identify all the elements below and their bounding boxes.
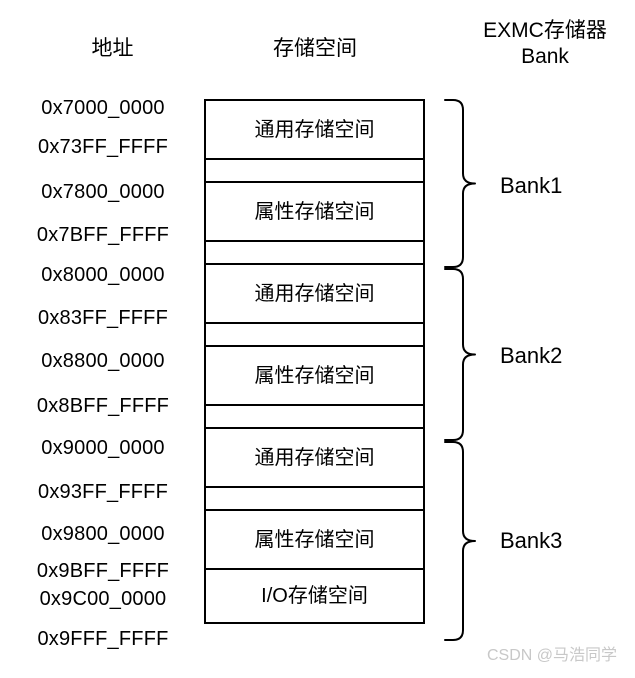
- bank-brace: [444, 441, 476, 641]
- memory-gap-cell: [204, 240, 425, 265]
- address-label: 0x93FF_FFFF: [38, 481, 168, 503]
- address-label: 0x9FFF_FFFF: [37, 628, 169, 650]
- memory-region-label: 属性存储空间: [254, 200, 375, 223]
- memory-map: 通用存储空间属性存储空间通用存储空间属性存储空间通用存储空间属性存储空间 I/O存…: [204, 99, 425, 624]
- memory-gap-cell: [204, 404, 425, 429]
- memory-region-label: 通用存储空间: [254, 282, 375, 305]
- memory-region-cell: 属性存储空间: [204, 345, 425, 406]
- memory-region-cell: 属性存储空间: [204, 509, 425, 570]
- memory-region-label: 属性存储空间: [254, 364, 375, 387]
- address-label: 0x8800_0000: [41, 350, 165, 372]
- memory-region-label: 属性存储空间: [254, 528, 375, 551]
- bank-brace: [444, 268, 476, 441]
- address-label: 0x9C00_0000: [39, 588, 167, 610]
- address-label: 0x7800_0000: [41, 181, 165, 203]
- memory-region-cell: 属性存储空间: [204, 181, 425, 242]
- bank-label: Bank2: [500, 343, 563, 368]
- address-label: 0x7BFF_FFFF: [36, 224, 170, 246]
- address-label: 0x9BFF_FFFF: [36, 560, 170, 582]
- address-label: 0x7000_0000: [41, 97, 165, 119]
- column-header-exmc-bank-line2: Bank: [521, 45, 569, 68]
- memory-region-cell: 通用存储空间: [204, 263, 425, 324]
- address-label: 0x8BFF_FFFF: [36, 395, 170, 417]
- memory-gap-cell: [204, 322, 425, 347]
- address-label: 0x9000_0000: [41, 437, 165, 459]
- memory-region-cell: 通用存储空间: [204, 427, 425, 488]
- column-header-storage-space: 存储空间: [273, 37, 357, 60]
- address-label: 0x83FF_FFFF: [38, 307, 168, 329]
- bank-label: Bank1: [500, 173, 563, 198]
- memory-region-label: I/O存储空间: [261, 585, 368, 607]
- memory-region-label: 通用存储空间: [254, 118, 375, 141]
- memory-gap-cell: [204, 158, 425, 183]
- memory-region-cell: I/O存储空间: [204, 568, 425, 624]
- column-header-address: 地址: [91, 37, 134, 60]
- address-label: 0x73FF_FFFF: [38, 136, 168, 158]
- bank-brace: [444, 99, 476, 268]
- address-label: 0x8000_0000: [41, 264, 165, 286]
- column-header-exmc-bank: EXMC存储器 Bank: [455, 18, 635, 70]
- brace-svg: [444, 99, 476, 641]
- memory-gap-cell: [204, 486, 425, 511]
- memory-region-label: 通用存储空间: [254, 446, 375, 469]
- bank-label: Bank3: [500, 528, 563, 553]
- address-label: 0x9800_0000: [41, 523, 165, 545]
- column-header-exmc-bank-line1: EXMC存储器: [483, 19, 607, 42]
- csdn-watermark: CSDN @马浩同学: [487, 647, 618, 664]
- memory-region-cell: 通用存储空间: [204, 99, 425, 160]
- bank-brace-group: [437, 0, 497, 678]
